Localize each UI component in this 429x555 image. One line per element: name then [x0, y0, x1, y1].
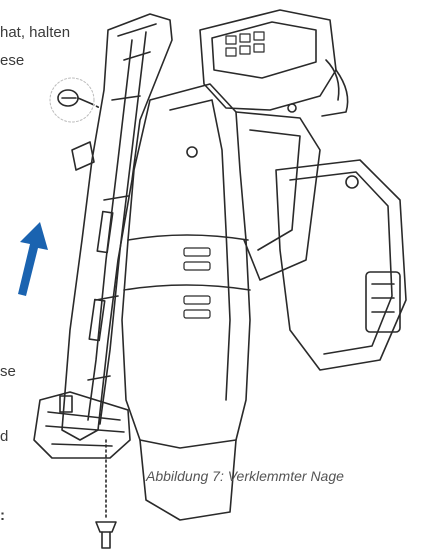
text-fragment-3: se [0, 363, 16, 380]
text-fragment-2: ese [0, 52, 25, 69]
figure-caption: Abbildung 7: Verklemmter Nage [146, 468, 344, 484]
top-housing [199, 9, 349, 117]
text-fragment-4: d [0, 428, 9, 445]
text-fragment-1: hat, halten [0, 24, 71, 41]
screw-icon [57, 89, 101, 109]
handle [235, 111, 321, 281]
battery-pack [275, 159, 407, 371]
magazine-rail [61, 13, 173, 441]
text-fragment-colon: : [0, 507, 5, 524]
arrow-up-icon [18, 222, 48, 296]
tool-body [121, 83, 297, 521]
bottom-screw-icon [95, 521, 117, 549]
nose-tip [33, 391, 131, 459]
